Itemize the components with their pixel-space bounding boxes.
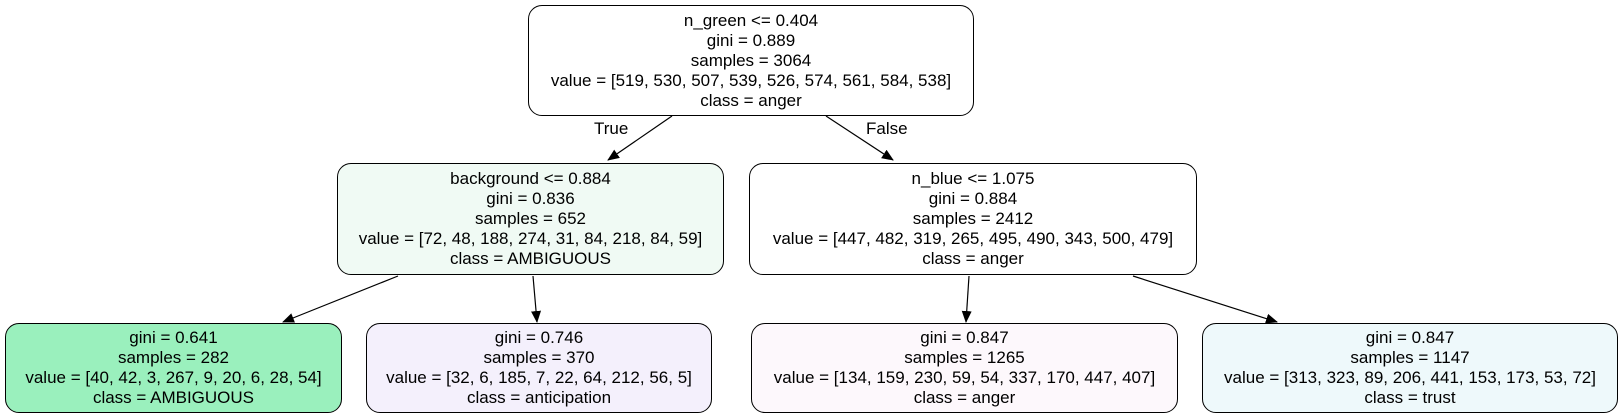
node-value: value = [134, 159, 230, 59, 54, 337, 170… xyxy=(773,368,1156,387)
node-class: class = anger xyxy=(700,90,802,110)
node-gini: gini = 0.889 xyxy=(706,30,796,50)
tree-leaf-1: gini = 0.641 samples = 282 value = [40, … xyxy=(5,323,342,413)
node-samples: samples = 282 xyxy=(117,348,230,367)
node-split-rule: n_green <= 0.404 xyxy=(683,10,819,30)
node-split-rule: n_blue <= 1.075 xyxy=(911,169,1035,188)
node-class: class = anger xyxy=(922,249,1024,268)
node-class: class = anticipation xyxy=(466,388,612,407)
node-value: value = [32, 6, 185, 7, 22, 64, 212, 56,… xyxy=(386,368,692,387)
edge-left-to-leaf2 xyxy=(531,275,542,323)
edge-left-to-leaf1 xyxy=(282,275,399,323)
node-gini: gini = 0.847 xyxy=(920,328,1009,347)
node-value: value = [447, 482, 319, 265, 495, 490, 3… xyxy=(772,229,1174,248)
node-samples: samples = 1265 xyxy=(904,348,1025,367)
node-gini: gini = 0.746 xyxy=(494,328,584,347)
node-gini: gini = 0.884 xyxy=(928,189,1018,208)
node-class: class = AMBIGUOUS xyxy=(92,388,255,407)
node-samples: samples = 1147 xyxy=(1350,348,1470,367)
edge-label-true: True xyxy=(594,119,629,138)
node-samples: samples = 3064 xyxy=(690,50,812,70)
node-gini: gini = 0.641 xyxy=(129,328,218,347)
node-value: value = [40, 42, 3, 267, 9, 20, 6, 28, 5… xyxy=(25,368,322,387)
node-samples: samples = 370 xyxy=(483,348,595,367)
node-value: value = [519, 530, 507, 539, 526, 574, 5… xyxy=(550,70,952,90)
edge-label-false: False xyxy=(866,119,908,138)
node-class: class = trust xyxy=(1364,388,1456,407)
tree-node-right: n_blue <= 1.075 gini = 0.884 samples = 2… xyxy=(749,163,1197,275)
tree-leaf-4: gini = 0.847 samples = 1147 value = [313… xyxy=(1202,323,1618,413)
node-value: value = [313, 323, 89, 206, 441, 153, 17… xyxy=(1224,368,1596,387)
node-samples: samples = 2412 xyxy=(912,209,1034,228)
node-value: value = [72, 48, 188, 274, 31, 84, 218, … xyxy=(358,229,703,248)
edge-right-to-leaf3 xyxy=(961,275,972,323)
edge-right-to-leaf4 xyxy=(1132,275,1278,324)
edge-root-to-left xyxy=(607,115,673,161)
tree-node-root: n_green <= 0.404 gini = 0.889 samples = … xyxy=(528,5,974,116)
node-split-rule: background <= 0.884 xyxy=(450,169,611,188)
tree-leaf-3: gini = 0.847 samples = 1265 value = [134… xyxy=(751,323,1178,413)
node-class: class = AMBIGUOUS xyxy=(449,249,612,268)
node-samples: samples = 652 xyxy=(474,209,587,228)
node-gini: gini = 0.847 xyxy=(1365,328,1455,347)
tree-node-left: background <= 0.884 gini = 0.836 samples… xyxy=(337,163,724,275)
node-gini: gini = 0.836 xyxy=(486,189,575,208)
node-class: class = anger xyxy=(913,388,1016,407)
edge-root-to-right xyxy=(825,115,894,161)
tree-leaf-2: gini = 0.746 samples = 370 value = [32, … xyxy=(366,323,712,413)
